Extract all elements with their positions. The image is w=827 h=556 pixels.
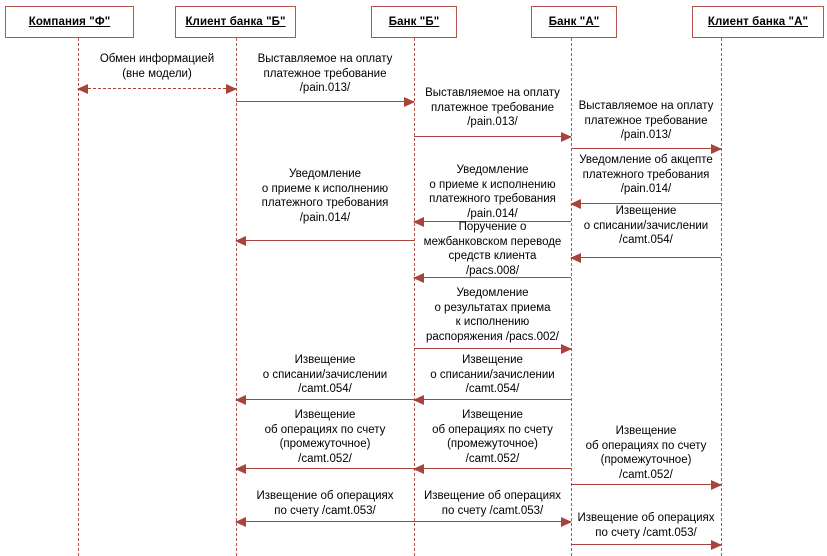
participant-label-company_f: Компания "Ф" [28, 16, 111, 28]
message-label-m9: Поручение о межбанковском переводе средс… [423, 221, 562, 277]
message-shaft-m12 [414, 399, 571, 400]
lifeline-bank_b [414, 38, 415, 556]
participant-box-client_b[interactable]: Клиент банка "Б" [175, 6, 296, 38]
participant-label-bank_b: Банк "Б" [388, 16, 440, 28]
message-shaft-m9 [414, 277, 571, 278]
message-label-m3: Выставляемое на оплату платежное требова… [425, 87, 560, 128]
message-label-m4: Выставляемое на оплату платежное требова… [578, 100, 714, 141]
message-shaft-m3 [414, 136, 571, 137]
message-label-m13: Извещение об операциях по счету (промежу… [264, 409, 386, 465]
arrowhead-right-icon [711, 539, 722, 550]
lifeline-client_a [721, 38, 722, 556]
message-label-m1: Обмен информацией (вне модели) [99, 53, 215, 80]
lifeline-client_b [236, 38, 237, 556]
participant-box-client_a[interactable]: Клиент банка "А" [692, 6, 824, 38]
message-label-m6: Уведомление о приеме к исполнению платеж… [429, 164, 556, 220]
arrowhead-left-icon [413, 216, 424, 227]
message-shaft-m16 [236, 521, 414, 522]
message-shaft-m10 [414, 348, 571, 349]
message-shaft-m17 [414, 521, 571, 522]
participant-box-bank_b[interactable]: Банк "Б" [371, 6, 457, 38]
message-shaft-m6 [414, 221, 571, 222]
arrowhead-left-icon [235, 394, 246, 405]
lifeline-company_f [78, 38, 79, 556]
message-label-m7: Уведомление о приеме к исполнению платеж… [261, 168, 389, 224]
message-shaft-m11 [236, 399, 414, 400]
arrowhead-right-icon [561, 516, 572, 527]
message-label-m10: Уведомление о результатах приема к испол… [425, 287, 559, 343]
message-shaft-m5 [571, 203, 721, 204]
message-shaft-m13 [236, 468, 414, 469]
message-label-m18: Извещение об операциях по счету /camt.05… [577, 512, 715, 539]
arrowhead-right-icon [226, 83, 237, 94]
arrowhead-left-icon [413, 463, 424, 474]
arrowhead-left-icon [570, 198, 581, 209]
arrowhead-right-icon [711, 479, 722, 490]
arrowhead-left-icon [570, 252, 581, 263]
participant-box-bank_a[interactable]: Банк "А" [531, 6, 617, 38]
arrowhead-left-icon [77, 83, 88, 94]
arrowhead-left-icon [413, 272, 424, 283]
message-shaft-m2 [236, 101, 414, 102]
message-shaft-m1 [78, 88, 236, 89]
arrowhead-right-icon [561, 131, 572, 142]
message-label-m2: Выставляемое на оплату платежное требова… [257, 53, 393, 94]
lifeline-bank_a [571, 38, 572, 556]
message-shaft-m7 [236, 240, 414, 241]
arrowhead-left-icon [235, 516, 246, 527]
participant-box-company_f[interactable]: Компания "Ф" [5, 6, 134, 38]
arrowhead-right-icon [711, 143, 722, 154]
arrowhead-left-icon [413, 394, 424, 405]
arrowhead-left-icon [235, 235, 246, 246]
message-shaft-m18 [571, 544, 721, 545]
participant-label-bank_a: Банк "А" [548, 16, 600, 28]
message-shaft-m8 [571, 257, 721, 258]
message-label-m12: Извещение о списании/зачислении /camt.05… [430, 354, 555, 395]
participant-label-client_a: Клиент банка "А" [707, 16, 809, 28]
arrowhead-right-icon [561, 343, 572, 354]
message-label-m11: Извещение о списании/зачислении /camt.05… [262, 354, 388, 395]
message-label-m14: Извещение об операциях по счету (промежу… [432, 409, 553, 465]
message-shaft-m15 [571, 484, 721, 485]
message-shaft-m4 [571, 148, 721, 149]
arrowhead-left-icon [235, 463, 246, 474]
message-label-m16: Извещение об операциях по счету /camt.05… [256, 490, 394, 517]
message-label-m17: Извещение об операциях по счету /camt.05… [424, 490, 561, 517]
arrowhead-right-icon [404, 96, 415, 107]
message-label-m5: Уведомление об акцепте платежного требов… [579, 154, 713, 195]
message-label-m8: Извещение о списании/зачислении /camt.05… [583, 205, 709, 246]
message-shaft-m14 [414, 468, 571, 469]
message-label-m15: Извещение об операциях по счету (промежу… [585, 425, 707, 481]
participant-label-client_b: Клиент банка "Б" [185, 16, 286, 28]
